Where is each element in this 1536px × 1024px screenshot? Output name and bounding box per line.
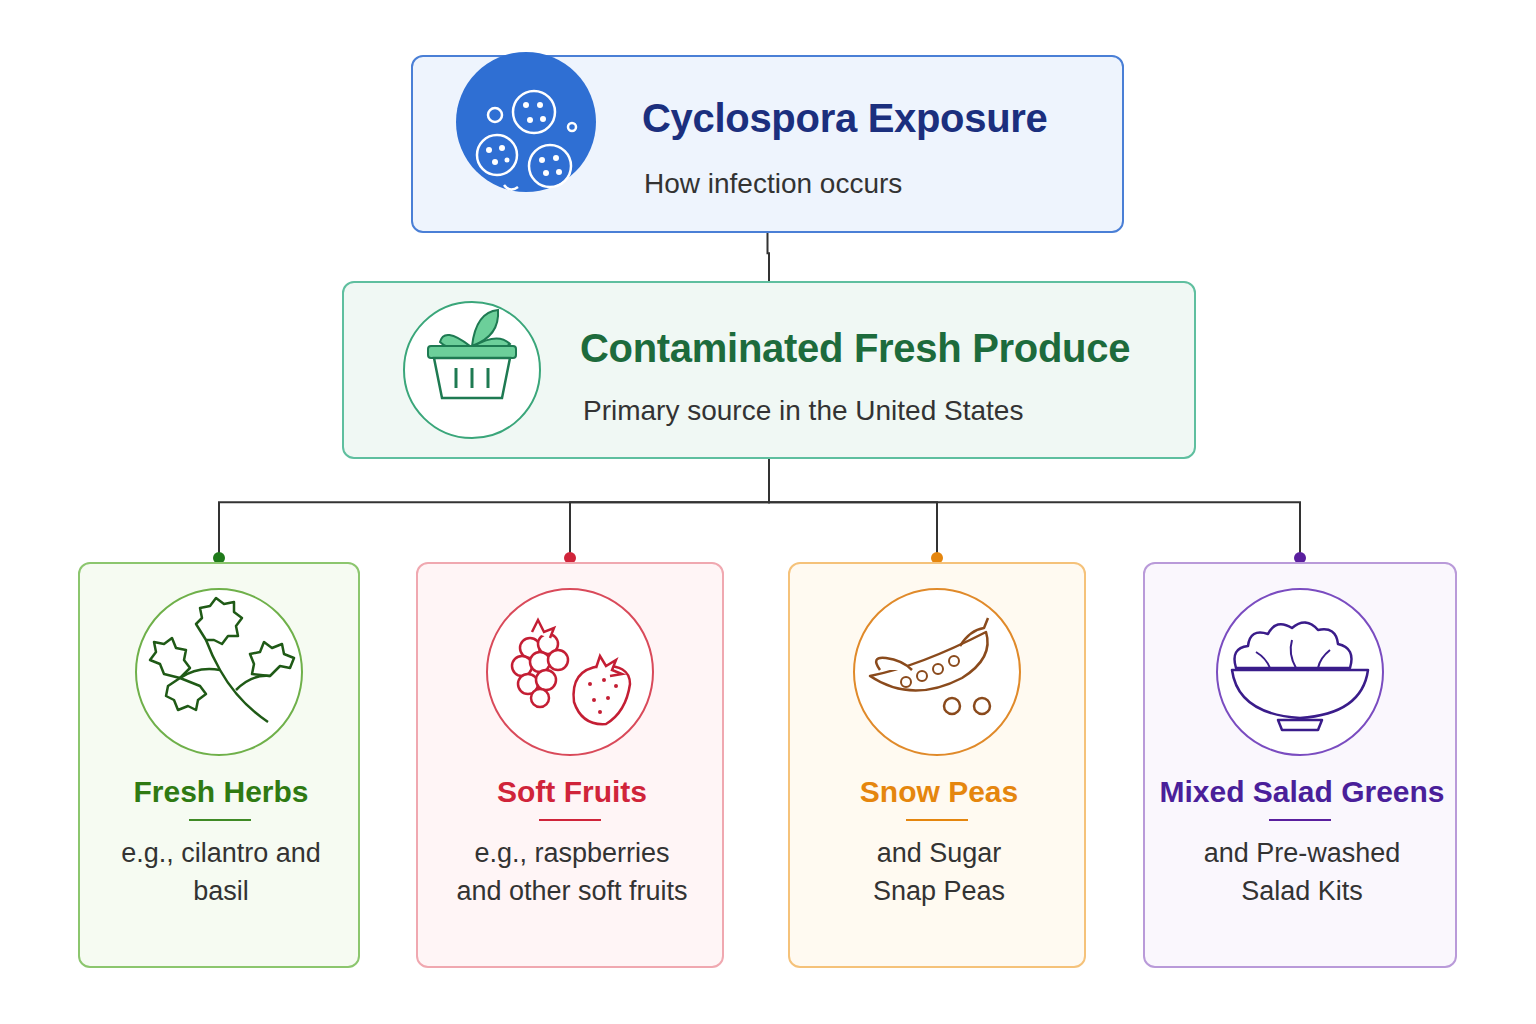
connector-line — [769, 459, 937, 562]
node-body: and Sugar Snap Peas — [849, 834, 1029, 911]
category-box: Snow Peas and Sugar Snap Peas — [788, 562, 1086, 968]
node-body: Primary source in the United States — [583, 391, 1183, 431]
category-box: Mixed Salad Greens and Pre-washed Salad K… — [1143, 562, 1457, 968]
category-box: Soft Fruits e.g., raspberries and other s… — [416, 562, 724, 968]
node-body: e.g., cilantro and basil — [121, 834, 321, 911]
parasite-icon — [456, 52, 596, 192]
node-title: Mixed Salad Greens — [1145, 775, 1459, 810]
root-box: Cyclospora ExposureHow infection occurs — [411, 55, 1124, 233]
connector-line — [769, 459, 1300, 562]
tree-connector — [564, 459, 769, 564]
basket-icon — [404, 302, 540, 438]
node-title: Cyclospora Exposure — [642, 95, 1102, 141]
salad-bowl-icon — [1217, 589, 1383, 755]
herb-icon — [136, 589, 302, 755]
node-title: Soft Fruits — [418, 775, 726, 810]
tree-connector — [769, 459, 1306, 564]
berry-icon — [487, 589, 653, 755]
node-title: Contaminated Fresh Produce — [580, 325, 1180, 371]
tree-connector — [213, 459, 769, 564]
tree-connector — [769, 459, 943, 564]
source-box: Contaminated Fresh ProducePrimary source… — [342, 281, 1196, 459]
node-title: Snow Peas — [790, 775, 1088, 810]
node-body: How infection occurs — [644, 164, 1104, 204]
title-underline — [189, 819, 1331, 821]
node-title: Fresh Herbs — [80, 775, 362, 810]
connector-line — [570, 459, 769, 562]
tree-connector — [768, 233, 770, 281]
category-box: Fresh Herbs e.g., cilantro and basil — [78, 562, 360, 968]
connector-line — [768, 233, 770, 281]
pea-pod-icon — [854, 589, 1020, 755]
node-body: e.g., raspberries and other soft fruits — [452, 834, 692, 911]
node-body: and Pre-washed Salad Kits — [1182, 834, 1422, 911]
connector-line — [219, 459, 769, 562]
